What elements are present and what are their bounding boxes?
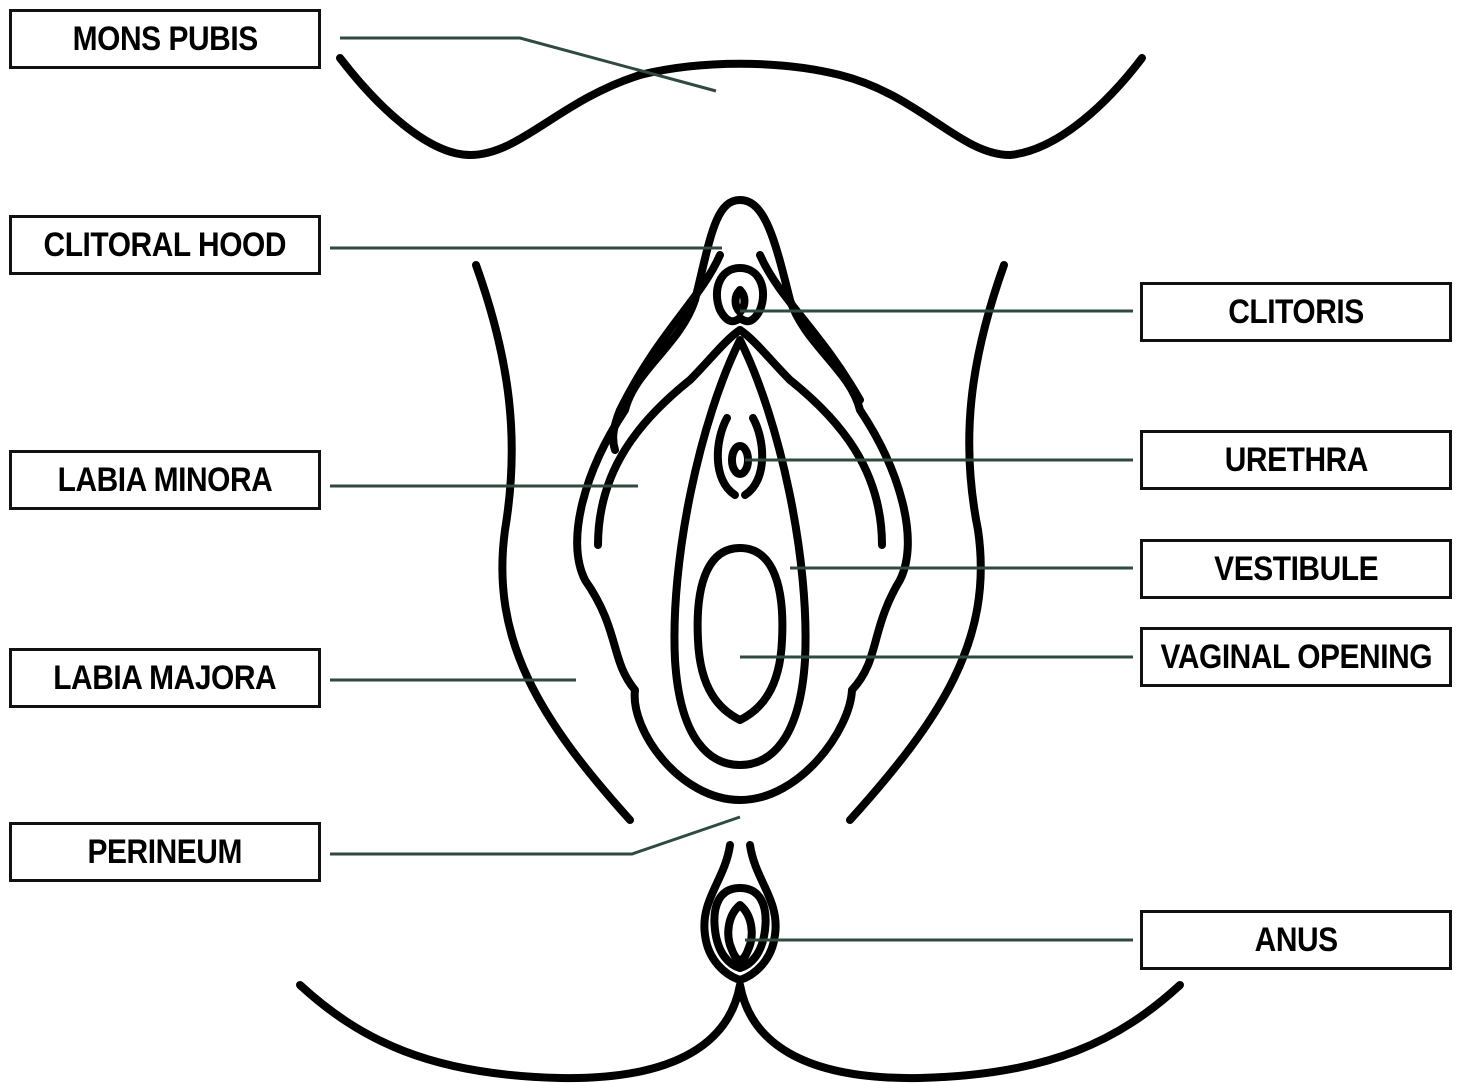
label-anus-text: ANUS	[1254, 921, 1337, 960]
label-perineum-text: PERINEUM	[88, 833, 242, 872]
vestibule-outline	[674, 340, 805, 765]
label-urethra: URETHRA	[1140, 430, 1452, 490]
clitoris-inner	[736, 290, 745, 312]
anus-opening	[728, 905, 751, 960]
vaginal-opening-outline	[698, 548, 783, 720]
right-hood-fold	[760, 255, 860, 400]
leader-mons-pubis	[340, 38, 716, 91]
label-urethra-text: URETHRA	[1224, 441, 1367, 480]
label-clitoral-hood-text: CLITORAL HOOD	[44, 226, 287, 265]
label-labia-minora: LABIA MINORA	[9, 450, 321, 510]
label-mons-pubis-text: MONS PUBIS	[72, 20, 257, 59]
right-labia-majora-outline	[850, 265, 1004, 820]
label-vestibule: VESTIBULE	[1140, 539, 1452, 599]
mons-pubis-outline	[340, 58, 1142, 155]
label-labia-majora-text: LABIA MAJORA	[54, 659, 277, 698]
label-mons-pubis: MONS PUBIS	[9, 9, 321, 69]
label-labia-minora-text: LABIA MINORA	[58, 461, 273, 500]
label-perineum: PERINEUM	[9, 822, 321, 882]
leader-perineum	[330, 817, 740, 854]
label-clitoris: CLITORIS	[1140, 282, 1452, 342]
label-clitoral-hood: CLITORAL HOOD	[9, 215, 321, 275]
label-vaginal-opening-text: VAGINAL OPENING	[1160, 638, 1432, 677]
label-clitoris-text: CLITORIS	[1228, 293, 1364, 332]
label-vaginal-opening: VAGINAL OPENING	[1140, 627, 1452, 687]
left-labia-majora-outline	[476, 265, 630, 820]
label-anus: ANUS	[1140, 910, 1452, 970]
label-labia-majora: LABIA MAJORA	[9, 648, 321, 708]
label-vestibule-text: VESTIBULE	[1214, 550, 1378, 589]
buttocks-outline	[300, 985, 1180, 1078]
